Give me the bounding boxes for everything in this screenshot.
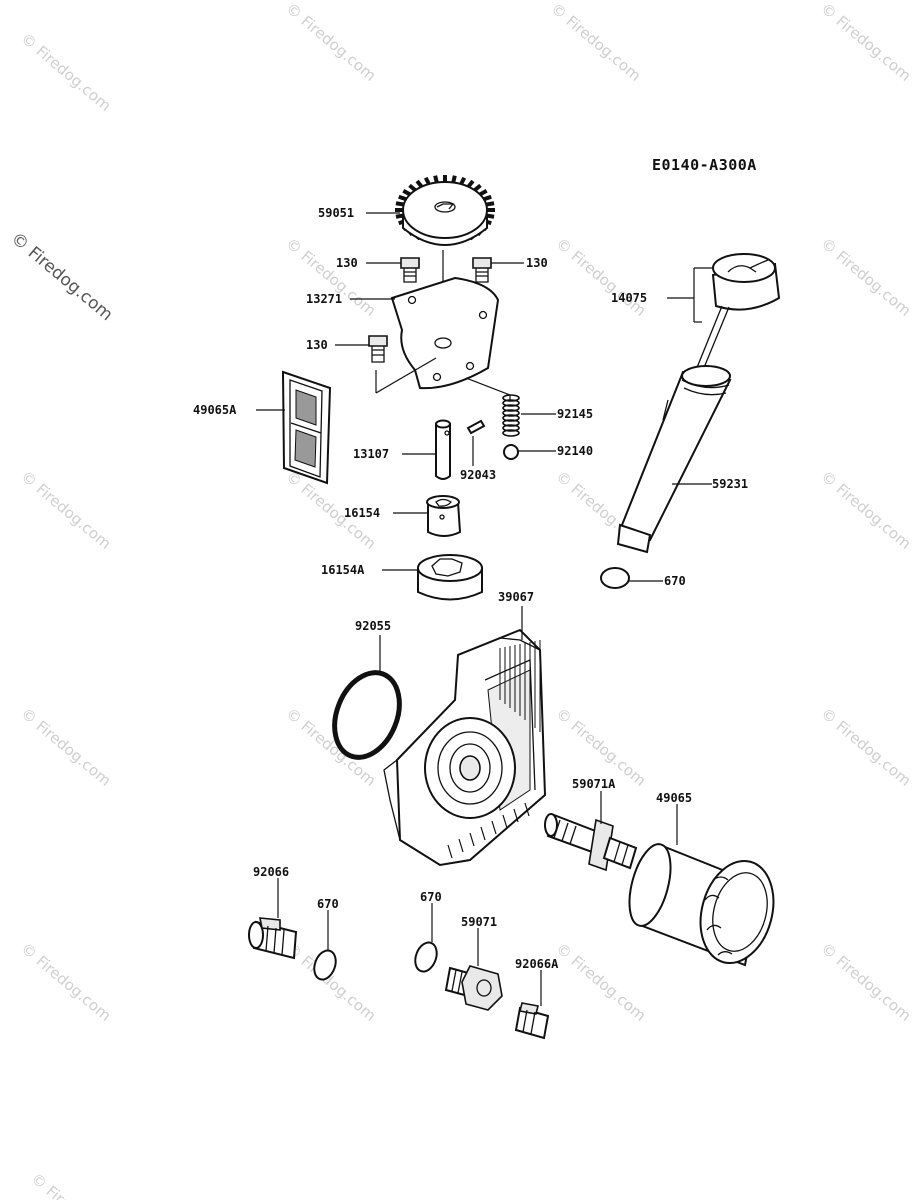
- watermark-text: © Firedog.com: [17, 467, 114, 552]
- watermark-text: © Firedog.com: [552, 939, 649, 1024]
- label-spring: 92145: [557, 407, 593, 421]
- label-filter: 49065: [656, 791, 692, 805]
- tube-oring: [600, 567, 630, 589]
- pump-plate: [390, 276, 500, 390]
- label-inner-rotor: 16154: [344, 506, 380, 520]
- label-oring-left: 670: [317, 897, 339, 911]
- outer-rotor: [417, 554, 483, 601]
- label-plug-left: 92066: [253, 865, 289, 879]
- watermark-text: © Firedog.com: [817, 0, 914, 85]
- watermark-text: © Firedog.com: [17, 939, 114, 1024]
- pump-shaft: [435, 419, 451, 480]
- gear-part: [395, 175, 495, 246]
- drain-plug-right: [514, 1002, 550, 1040]
- watermark-layer: © Firedog.com © Firedog.com © Firedog.co…: [7, 0, 915, 1025]
- dipstick-tube: [616, 365, 732, 554]
- label-dipstick: 14075: [611, 291, 647, 305]
- watermark-text: © Firedog.com: [282, 0, 379, 85]
- bolt-mid: [368, 335, 388, 363]
- watermark-text: © Firedog.com: [552, 234, 649, 319]
- inner-rotor: [426, 495, 462, 537]
- watermark-text: © Firedog.com: [817, 234, 914, 319]
- label-case-oring: 92055: [355, 619, 391, 633]
- label-oring-center: 670: [420, 890, 442, 904]
- watermark-text: © Firedog.com: [817, 467, 914, 552]
- watermark-text: © Firedog.com: [27, 1169, 124, 1200]
- label-pin: 92043: [460, 468, 496, 482]
- label-fitting: 59071A: [572, 777, 616, 791]
- watermark-text: © Firedog.com: [817, 939, 914, 1024]
- label-bolt-mid: 130: [306, 338, 328, 352]
- watermark-text: © Firedog.com: [282, 704, 379, 789]
- label-gear: 59051: [318, 206, 354, 220]
- bolt-top-right: [472, 257, 492, 283]
- label-screen: 49065A: [193, 403, 237, 417]
- filter-case: [383, 628, 547, 867]
- watermark-text-main: © Firedog.com: [7, 229, 117, 326]
- label-bolt-top-right: 130: [526, 256, 548, 270]
- watermark-text: © Firedog.com: [17, 704, 114, 789]
- pin-part: [466, 419, 486, 435]
- bolt-top-left: [400, 257, 420, 283]
- label-outer-rotor: 16154A: [321, 563, 365, 577]
- label-tube: 59231: [712, 477, 748, 491]
- oring-left: [313, 949, 337, 981]
- threaded-fitting: [544, 813, 638, 872]
- watermark-text: © Firedog.com: [17, 29, 114, 114]
- footer-watermark: © Firedog.com: [27, 1169, 124, 1200]
- oil-screen: [281, 370, 332, 485]
- label-ball: 92140: [557, 444, 593, 458]
- diagram-code: E0140-A300A: [652, 156, 757, 174]
- label-fitting-small: 59071: [461, 915, 497, 929]
- watermark-text: © Firedog.com: [547, 0, 644, 85]
- ball-part: [503, 444, 519, 460]
- label-tube-oring: 670: [664, 574, 686, 588]
- dipstick: [695, 253, 781, 371]
- drain-plug-left: [248, 917, 298, 960]
- label-plug-right: 92066A: [515, 957, 559, 971]
- spring-part: [502, 394, 520, 437]
- watermark-text: © Firedog.com: [282, 234, 379, 319]
- label-bolt-top-left: 130: [336, 256, 358, 270]
- label-plate: 13271: [306, 292, 342, 306]
- oring-center: [414, 941, 438, 973]
- label-case: 39067: [498, 590, 534, 604]
- watermark-text: © Firedog.com: [817, 704, 914, 789]
- case-oring: [332, 670, 402, 760]
- oil-filter: [628, 843, 775, 967]
- small-fitting: [444, 965, 503, 1011]
- label-shaft: 13107: [353, 447, 389, 461]
